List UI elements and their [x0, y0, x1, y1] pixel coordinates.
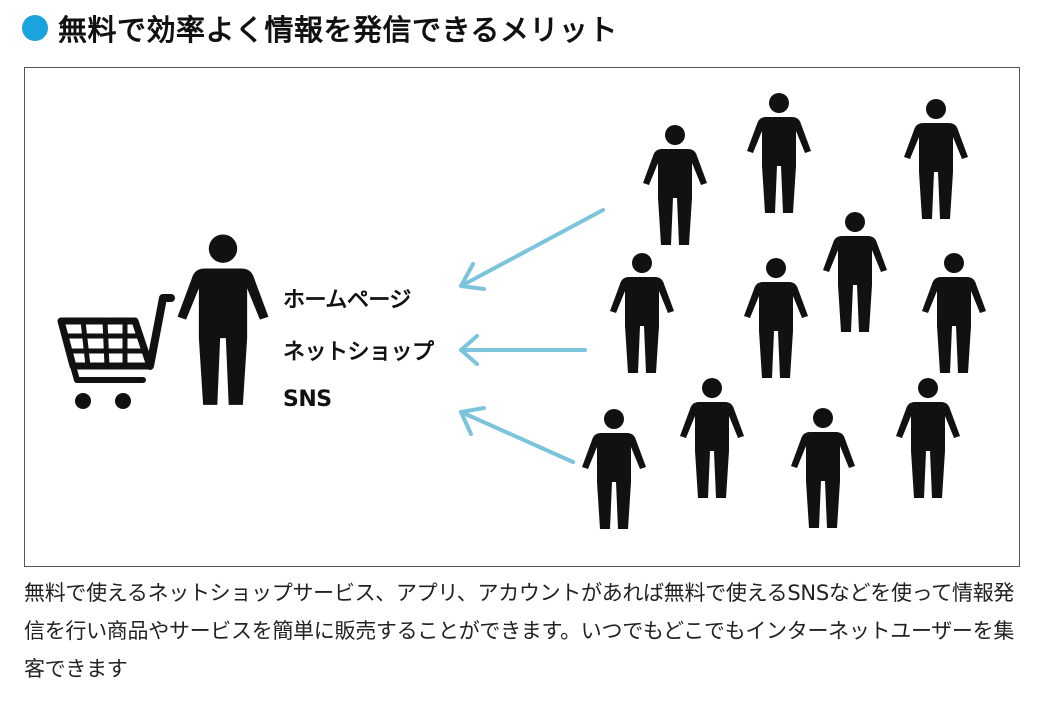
- heading-title: 無料で効率よく情報を発信できるメリット: [58, 13, 618, 47]
- cart-wheel-icon: [75, 393, 91, 409]
- seller-person-icon: [177, 234, 269, 405]
- customer-person-icon: [643, 125, 707, 245]
- customer-person-icon: [823, 212, 887, 332]
- customer-person-icon: [922, 253, 986, 373]
- customer-person-icon: [904, 99, 968, 219]
- diagram-canvas: [57, 93, 986, 529]
- arrow-bottom: [459, 410, 575, 464]
- arrows: [459, 208, 605, 464]
- customer-person-icon: [680, 378, 744, 498]
- arrow-bottom-head: [459, 406, 486, 436]
- diagram-frame: ホームページ ネットショップ SNS: [24, 67, 1020, 567]
- channel-label-sns: SNS: [283, 387, 332, 412]
- channel-label-homepage: ホームページ: [283, 288, 411, 313]
- bullet-dot-icon: [22, 15, 48, 41]
- cart-wheel-icon: [115, 393, 131, 409]
- customer-person-icon: [582, 409, 646, 529]
- arrow-top: [459, 208, 605, 288]
- arrow-top-head: [459, 262, 486, 291]
- customer-person-icon: [896, 378, 960, 498]
- customer-person-icon: [610, 253, 674, 373]
- arrow-middle-head: [459, 334, 479, 366]
- shopping-cart-icon: [57, 294, 175, 383]
- channel-label-netshop: ネットショップ: [283, 340, 434, 365]
- customer-person-icon: [791, 408, 855, 528]
- description-text: 無料で使えるネットショップサービス、アプリ、アカウントがあれば無料で使えるSNS…: [24, 581, 1015, 681]
- section-heading: 無料で効率よく情報を発信できるメリット: [22, 8, 618, 48]
- customer-person-icon: [747, 93, 811, 213]
- customer-person-icon: [744, 258, 808, 378]
